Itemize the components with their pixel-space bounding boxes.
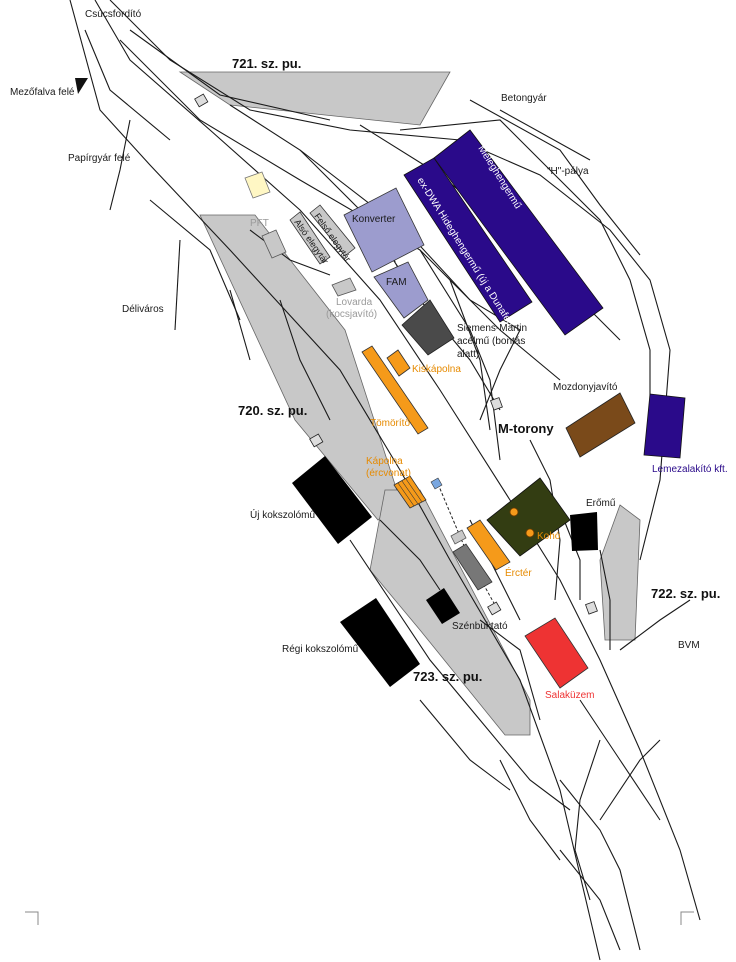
label-tomorito: Tömörítő [370, 418, 410, 429]
meleghengermu-building [433, 129, 604, 336]
label-betongyar: Betongyár [501, 93, 547, 104]
regi-kokszolomu-building [340, 598, 420, 687]
down-arrow-icon [75, 78, 88, 94]
label-regi-kokszolomu: Régi kokszolómű [282, 644, 359, 655]
lovarda-building [331, 277, 357, 297]
salakuzem-building [524, 617, 589, 689]
label-pft: PFT [250, 218, 269, 229]
small-gray-1 [450, 529, 467, 545]
ex-dwa-building [403, 157, 533, 323]
label-fam: FAM [386, 277, 407, 288]
label-pu720: 720. sz. pu. [238, 403, 307, 418]
label-mozdonyjavito: Mozdonyjavító [553, 382, 618, 393]
tomorito-building [361, 345, 429, 435]
label-delivaros: Déliváros [122, 304, 164, 315]
mozdonyjavito-building [565, 392, 636, 458]
label-siemens-1: Siemens-Martin [457, 323, 527, 334]
label-konverter: Konverter [352, 214, 396, 225]
koho-furnace-2 [525, 528, 535, 538]
label-koho: Kohó [537, 531, 561, 542]
label-m-torony: M-torony [498, 421, 554, 436]
label-siemens-3: alatt) [457, 349, 479, 360]
crossing-markers [194, 93, 598, 616]
label-siemens-2: acélmű (bontás [457, 336, 525, 347]
label-szenbuktato: Szénbuktató [452, 621, 508, 632]
label-kocsjavito: (kocsjavító) [326, 309, 377, 320]
erctor-building [466, 519, 511, 571]
pft-building [261, 229, 287, 259]
label-uj-kokszolomu: Új kokszolómű [250, 508, 315, 521]
felso-elegytar-building [309, 204, 356, 257]
lemezalakito-building [643, 393, 686, 459]
label-csucsfordito: Csúcsfordító [85, 9, 142, 20]
eromu-building [570, 512, 598, 551]
label-bvm: BVM [678, 640, 700, 651]
label-papirgyar: Papírgyár felé [68, 153, 131, 164]
small-blue [430, 477, 443, 490]
fam-building [373, 261, 429, 319]
koho-building [486, 477, 571, 557]
label-lemezalakito: Lemezalakító kft. [652, 464, 728, 475]
erctor-dark [452, 543, 493, 591]
page-corner-marks [25, 911, 694, 925]
label-mezofalva: Mezőfalva felé [10, 87, 75, 98]
label-pu722: 722. sz. pu. [651, 586, 720, 601]
label-erctor: Érctér [505, 566, 532, 579]
label-kapolna-1: Kápolna [366, 456, 403, 467]
konverter-building [343, 187, 425, 273]
label-eromu: Erőmű [586, 498, 616, 509]
kiskapolna-building [386, 349, 411, 377]
label-salakuzem: Salaküzem [545, 690, 594, 701]
label-pu723: 723. sz. pu. [413, 669, 482, 684]
also-elegytar-building [289, 211, 331, 265]
koho-furnace-1 [509, 507, 519, 517]
label-kiskapolna: Kiskápolna [412, 364, 461, 375]
platform-722 [599, 504, 641, 641]
szenbuktato-building [426, 588, 460, 624]
label-lovarda: Lovarda [336, 297, 373, 308]
label-kapolna-2: (ércvonat) [366, 468, 411, 479]
uj-kokszolomu-building [292, 456, 372, 544]
yellow-building [244, 171, 271, 199]
label-pu721: 721. sz. pu. [232, 56, 301, 71]
label-h-palya: "H"-pálya [547, 166, 589, 177]
platform-721 [178, 71, 451, 126]
kapolna-building [393, 475, 427, 509]
siemens-martin-building [401, 299, 455, 356]
